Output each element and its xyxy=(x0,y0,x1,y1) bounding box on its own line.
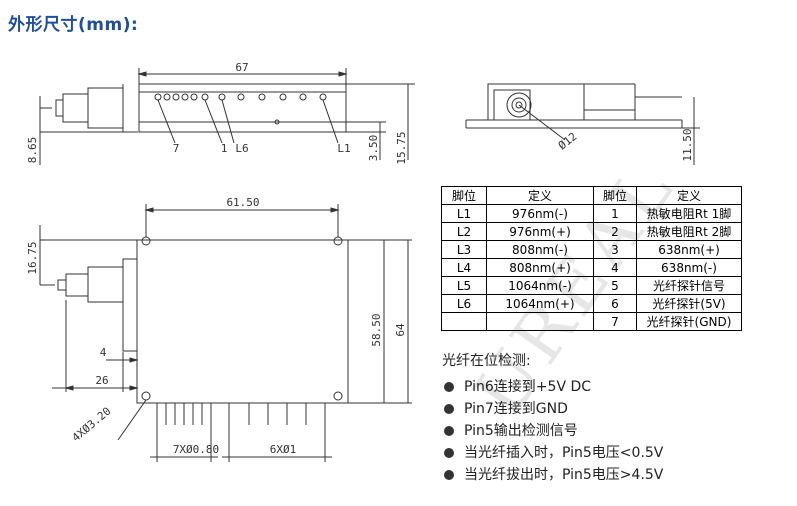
header-definition: 定义 xyxy=(636,186,742,205)
top-view-body xyxy=(138,83,347,133)
dim-fiber-len-b: 26 xyxy=(95,374,108,387)
list-item-text: Pin7连接到GND xyxy=(464,401,568,417)
list-item: Pin7连接到GND xyxy=(442,398,663,420)
bullet-icon xyxy=(444,448,454,458)
dim-pins-large: 6XØ1 xyxy=(270,443,297,456)
page-title: 外形尺寸(mm): xyxy=(8,15,139,35)
table-cell: 热敏电阻Rt 2脚 xyxy=(636,222,742,241)
fiber-end-circle xyxy=(506,92,532,118)
pin-definition-table: 脚位 定义 脚位 定义 L1 976nm(-) 1 热敏电阻Rt 1脚 L2 9… xyxy=(441,186,742,331)
dim-bottom-width: 61.50 xyxy=(226,196,259,209)
dim-body-height-a: 58.50 xyxy=(370,313,383,346)
table-cell: 光纤探针(5V) xyxy=(636,294,742,313)
list-item-text: 当光纤拔出时，Pin5电压>4.5V xyxy=(464,467,664,483)
table-cell: 4 xyxy=(593,258,637,277)
list-item-text: 当光纤插入时，Pin5电压<0.5V xyxy=(464,445,664,461)
table-cell: 1 xyxy=(593,204,637,223)
table-row: L6 1064nm(+) 6 光纤探针(5V) xyxy=(441,294,742,313)
header-pin: 脚位 xyxy=(441,186,487,205)
table-cell: 2 xyxy=(593,222,637,241)
callout-L1: L1 xyxy=(337,142,350,155)
fiber-detection-notes: 光纤在位检测: Pin6连接到+5V DC Pin7连接到GND Pin5输出检… xyxy=(442,350,663,486)
table-row: L4 808nm(+) 4 638nm(-) xyxy=(441,258,742,277)
table-cell xyxy=(486,312,594,331)
table-cell xyxy=(441,312,487,331)
table-row: L1 976nm(-) 1 热敏电阻Rt 1脚 xyxy=(441,204,742,223)
dim-top-height-b: 15.75 xyxy=(395,131,408,164)
table-cell: 光纤探针信号 xyxy=(636,276,742,295)
dim-fiber-len-a: 4 xyxy=(100,346,107,359)
bullet-icon xyxy=(444,426,454,436)
notes-list: Pin6连接到+5V DC Pin7连接到GND Pin5输出检测信号 当光纤插… xyxy=(442,376,663,486)
table-header-row: 脚位 定义 脚位 定义 xyxy=(441,186,742,205)
list-item-text: Pin5输出检测信号 xyxy=(464,423,578,439)
bottom-view-pins xyxy=(156,403,326,425)
notes-title: 光纤在位检测: xyxy=(442,353,531,369)
callout-1: 1 xyxy=(221,142,228,155)
table-cell: 7 xyxy=(593,312,637,331)
bullet-icon xyxy=(444,404,454,414)
table-cell: 1064nm(-) xyxy=(486,276,594,295)
table-cell: 1064nm(+) xyxy=(486,294,594,313)
end-view-body xyxy=(487,83,585,121)
dim-end-height: 11.50 xyxy=(681,128,694,161)
table-row: 7 光纤探针(GND) xyxy=(441,312,742,331)
table-cell: 808nm(+) xyxy=(486,258,594,277)
dim-top-height-left: 8.65 xyxy=(26,137,39,164)
table-cell: 6 xyxy=(593,294,637,313)
dim-top-height-a: 3.50 xyxy=(367,135,380,162)
table-cell: L3 xyxy=(441,240,487,259)
dim-end-diameter: Ø12 xyxy=(556,130,580,152)
table-cell: L6 xyxy=(441,294,487,313)
dim-fiber-offset: 16.75 xyxy=(26,241,39,274)
top-view-fiber-boot xyxy=(87,87,124,129)
table-cell: 808nm(-) xyxy=(486,240,594,259)
table-row: L3 808nm(-) 3 638nm(+) xyxy=(441,240,742,259)
bullet-icon xyxy=(444,470,454,480)
header-pin: 脚位 xyxy=(593,186,637,205)
table-cell: 光纤探针(GND) xyxy=(636,312,742,331)
bottom-view-flange xyxy=(122,258,138,352)
table-cell: L1 xyxy=(441,204,487,223)
table-row: L5 1064nm(-) 5 光纤探针信号 xyxy=(441,276,742,295)
table-cell: 5 xyxy=(593,276,637,295)
dim-body-height-b: 64 xyxy=(394,323,407,337)
table-cell: 976nm(+) xyxy=(486,222,594,241)
bullet-icon xyxy=(444,382,454,392)
top-view-pins xyxy=(154,93,327,125)
list-item: Pin5输出检测信号 xyxy=(442,420,663,442)
table-cell: 热敏电阻Rt 1脚 xyxy=(636,204,742,223)
list-item: 当光纤拔出时，Pin5电压>4.5V xyxy=(442,464,663,486)
header-definition: 定义 xyxy=(486,186,594,205)
bottom-view-fiber-boot xyxy=(87,266,124,303)
callout-7: 7 xyxy=(173,142,180,155)
table-cell: L2 xyxy=(441,222,487,241)
table-cell: 638nm(+) xyxy=(636,240,742,259)
dim-pins-small: 7XØ0.80 xyxy=(173,443,219,456)
table-cell: 3 xyxy=(593,240,637,259)
list-item-text: Pin6连接到+5V DC xyxy=(464,379,592,395)
table-cell: L4 xyxy=(441,258,487,277)
list-item: 当光纤插入时，Pin5电压<0.5V xyxy=(442,442,663,464)
bottom-view-body xyxy=(136,239,349,404)
table-row: L2 976nm(+) 2 热敏电阻Rt 2脚 xyxy=(441,222,742,241)
dim-holes: 4XØ3.20 xyxy=(70,405,114,445)
table-cell: 638nm(-) xyxy=(636,258,742,277)
table-cell: L5 xyxy=(441,276,487,295)
dim-top-width: 67 xyxy=(235,61,248,74)
list-item: Pin6连接到+5V DC xyxy=(442,376,663,398)
callout-L6: L6 xyxy=(235,142,248,155)
table-cell: 976nm(-) xyxy=(486,204,594,223)
